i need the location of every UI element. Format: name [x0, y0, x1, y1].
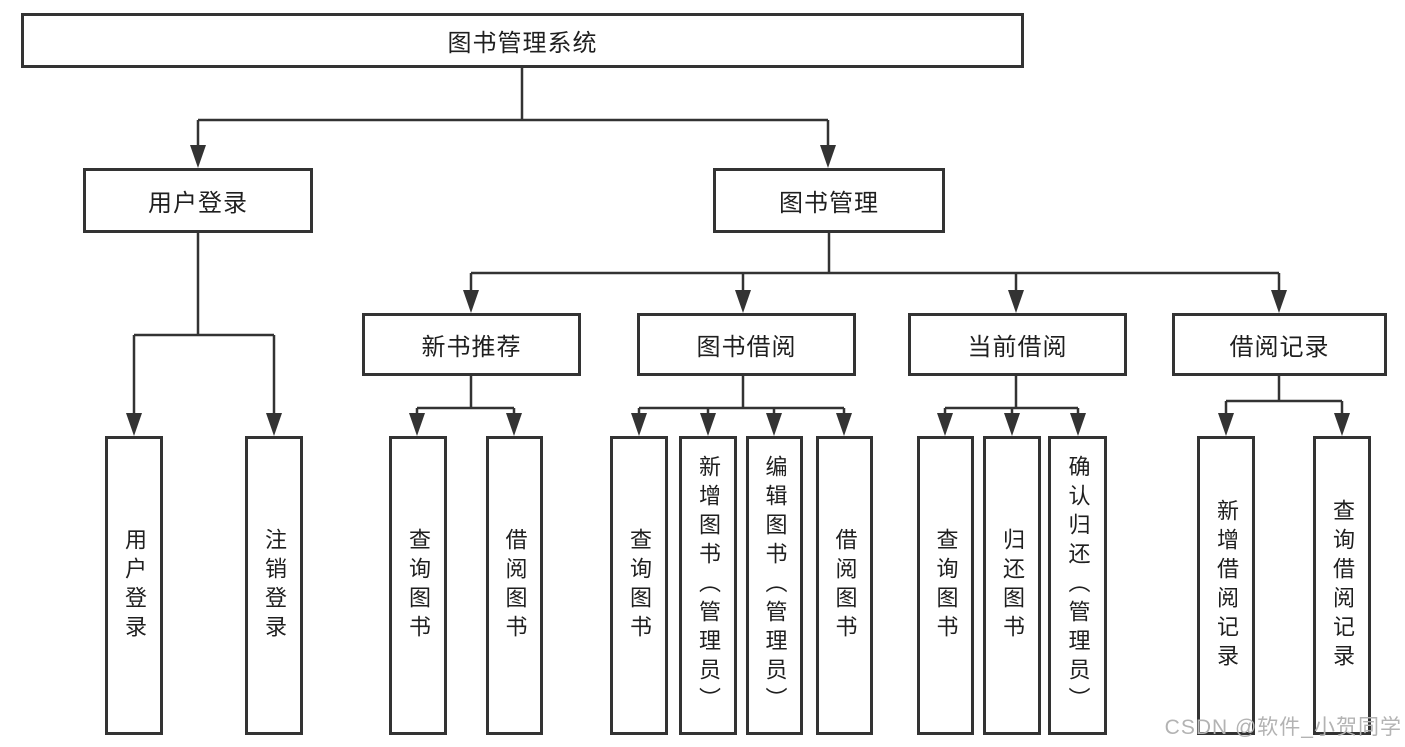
connector-newbookrec-to-leaves — [415, 376, 516, 415]
node-new-book-recommend: 新书推荐 — [362, 313, 581, 376]
connector-currentborrow-to-leaves — [943, 376, 1080, 415]
leaf-newbook-borrow-book: 借阅图书 — [486, 436, 543, 735]
leaf-user-login-label: 用户登录 — [122, 527, 147, 644]
node-new-book-recommend-label: 新书推荐 — [421, 334, 522, 361]
node-book-borrowing-label: 图书借阅 — [696, 334, 797, 361]
leaf-current-confirm-return-admin: 确认归还（管理员） — [1048, 436, 1107, 735]
leaf-newbook-query-book-label: 查询图书 — [406, 527, 431, 644]
leaf-logout: 注销登录 — [245, 436, 303, 735]
leaf-borrowing-add-book-admin: 新增图书（管理员） — [679, 436, 737, 735]
leaf-borrowing-query-book-label: 查询图书 — [627, 527, 652, 644]
node-book-management-label: 图书管理 — [779, 190, 879, 217]
leaf-newbook-query-book: 查询图书 — [389, 436, 447, 735]
leaf-records-query-record: 查询借阅记录 — [1313, 436, 1371, 735]
node-root-label: 图书管理系统 — [447, 30, 598, 57]
node-current-borrowing: 当前借阅 — [908, 313, 1127, 376]
leaf-borrowing-query-book: 查询图书 — [610, 436, 668, 735]
leaf-records-add-record-label: 新增借阅记录 — [1214, 498, 1239, 673]
leaf-current-return-book: 归还图书 — [983, 436, 1041, 735]
leaf-borrowing-edit-book-admin: 编辑图书（管理员） — [746, 436, 803, 735]
node-current-borrowing-label: 当前借阅 — [967, 334, 1068, 361]
leaf-current-confirm-return-admin-label: 确认归还（管理员） — [1065, 455, 1091, 716]
leaf-borrowing-add-book-admin-label: 新增图书（管理员） — [696, 455, 721, 716]
connector-borrowrecords-to-leaves — [1224, 376, 1344, 415]
leaf-user-login: 用户登录 — [105, 436, 163, 735]
node-user-login: 用户登录 — [83, 168, 313, 233]
connector-bookborrow-to-leaves — [637, 376, 846, 415]
node-root: 图书管理系统 — [21, 13, 1024, 68]
connector-root-to-level2 — [196, 68, 830, 148]
node-borrowing-records-label: 借阅记录 — [1229, 334, 1330, 361]
leaf-borrowing-edit-book-admin-label: 编辑图书（管理员） — [762, 455, 788, 716]
node-book-borrowing: 图书借阅 — [637, 313, 856, 376]
connector-userlogin-to-leaves — [132, 233, 276, 415]
arrowheads — [126, 145, 1350, 436]
leaf-newbook-borrow-book-label: 借阅图书 — [502, 527, 528, 644]
node-user-login-label: 用户登录 — [148, 190, 248, 217]
leaf-current-query-book: 查询图书 — [917, 436, 974, 735]
leaf-logout-label: 注销登录 — [262, 527, 287, 644]
leaf-records-add-record: 新增借阅记录 — [1197, 436, 1255, 735]
csdn-watermark: CSDN @软件_小贺同学 — [1164, 716, 1402, 739]
node-borrowing-records: 借阅记录 — [1172, 313, 1387, 376]
leaf-borrowing-borrow-book-label: 借阅图书 — [832, 527, 858, 644]
leaf-current-return-book-label: 归还图书 — [1000, 527, 1025, 644]
node-book-management: 图书管理 — [713, 168, 945, 233]
leaf-current-query-book-label: 查询图书 — [933, 527, 959, 644]
leaf-records-query-record-label: 查询借阅记录 — [1330, 498, 1355, 673]
leaf-borrowing-borrow-book: 借阅图书 — [816, 436, 873, 735]
connector-bookmgmt-to-level3 — [469, 233, 1281, 292]
